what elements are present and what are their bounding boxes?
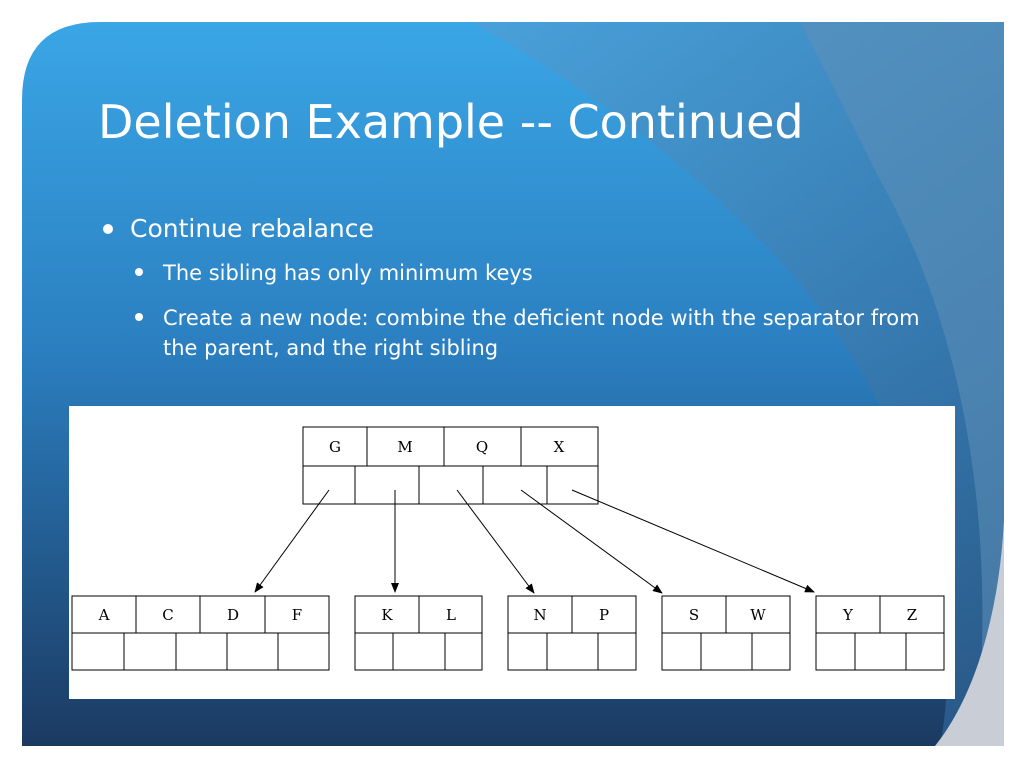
pointer-arrows bbox=[254, 489, 815, 594]
child-key: N bbox=[533, 606, 546, 624]
sub-bullet-item: Create a new node: combine the deficient… bbox=[163, 306, 920, 360]
root-key: X bbox=[554, 438, 565, 456]
child-node bbox=[71, 595, 330, 671]
child-key: L bbox=[446, 606, 456, 624]
child-key: P bbox=[599, 606, 609, 624]
sub-bullet-dot-icon bbox=[135, 313, 143, 321]
root-key: M bbox=[397, 438, 412, 456]
slide-title: Deletion Example -- Continued bbox=[98, 95, 804, 149]
root-key: Q bbox=[476, 438, 488, 456]
child-node bbox=[507, 595, 637, 671]
child-key: F bbox=[292, 606, 302, 624]
child-key: K bbox=[381, 606, 393, 624]
child-key: S bbox=[689, 606, 699, 624]
child-node bbox=[354, 595, 483, 671]
child-key: D bbox=[227, 606, 239, 624]
bullet-dot-icon bbox=[103, 224, 113, 234]
child-key: A bbox=[98, 606, 110, 624]
root-key: G bbox=[329, 438, 341, 456]
sub-bullet-item: The sibling has only minimum keys bbox=[163, 261, 533, 285]
child-key: W bbox=[750, 606, 766, 624]
btree-svg: G M Q X A C D F K L N P S W Y Z bbox=[71, 426, 945, 671]
btree-diagram: G M Q X A C D F K L N P S W Y Z bbox=[69, 406, 955, 699]
root-node bbox=[302, 426, 599, 505]
child-node bbox=[815, 595, 945, 671]
child-key: Z bbox=[907, 606, 917, 624]
sub-bullet-dot-icon bbox=[135, 268, 143, 276]
child-key: C bbox=[162, 606, 173, 624]
child-key: Y bbox=[842, 606, 854, 624]
child-node bbox=[661, 595, 791, 671]
bullet-item: Continue rebalance bbox=[130, 214, 374, 243]
